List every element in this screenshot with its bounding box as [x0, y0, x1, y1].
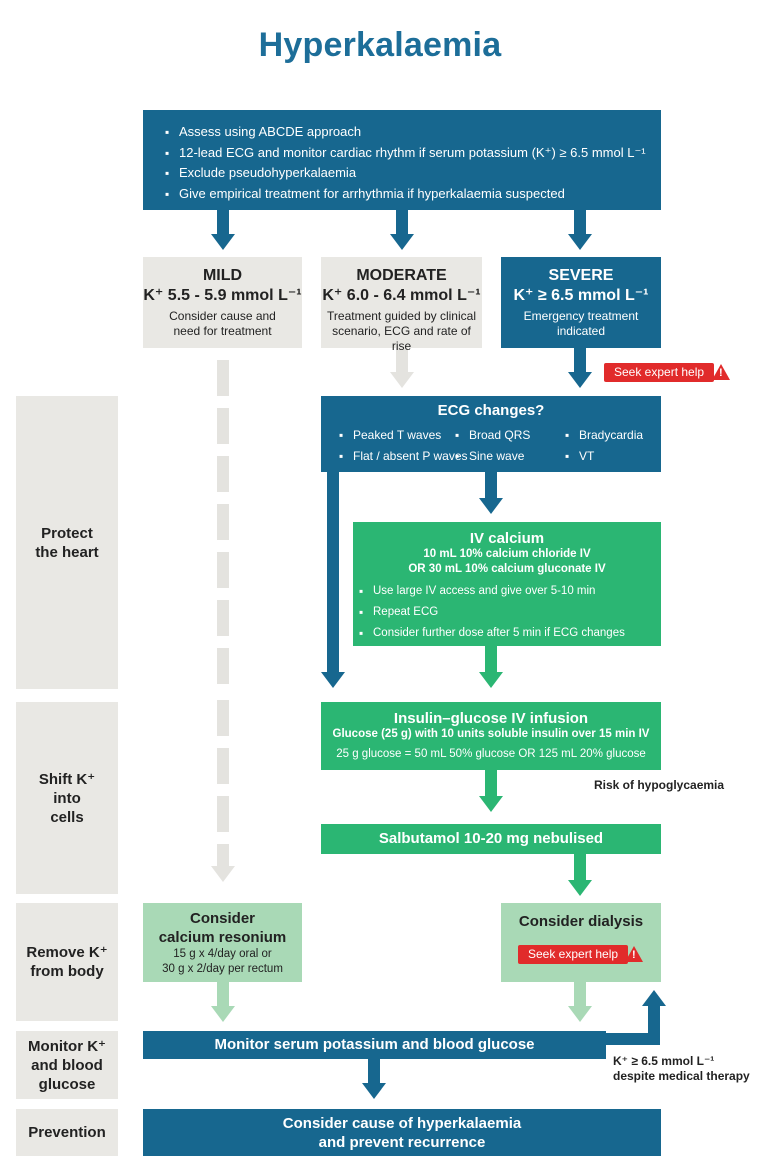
resonium-title-1: Consider: [189, 910, 255, 927]
side-label-line: glucose: [38, 1075, 96, 1093]
calcium-item: Use large IV access and give over 5-10 m…: [355, 581, 661, 602]
calcium-dose-2: OR 30 mL 10% calcium gluconate IV: [408, 563, 606, 575]
resonium-line-1: 15 g x 4/day oral or: [173, 948, 272, 960]
severe-title: SEVERE: [548, 267, 614, 284]
severe-box: SEVERE K⁺ ≥ 6.5 mmol L⁻¹ Emergency treat…: [501, 257, 661, 348]
side-protect-the-heart: Protect the heart: [16, 396, 118, 689]
side-monitor-k-and-glucose: Monitor K⁺ and blood glucose: [16, 1031, 118, 1099]
arrow-moderate-to-ecg: [390, 348, 414, 388]
arrow-to-severe: [568, 210, 592, 250]
iv-calcium-box: IV calcium 10 mL 10% calcium chloride IV…: [353, 522, 661, 660]
mild-range: K⁺ 5.5 - 5.9 mmol L⁻¹: [143, 287, 302, 304]
side-label-line: and blood: [31, 1056, 103, 1074]
assess-item: Exclude pseudohyperkalaemia: [161, 163, 651, 184]
salbutamol-box: Salbutamol 10-20 mg nebulised: [321, 824, 661, 854]
ecg-changes-box: ECG changes? Peaked T waves Flat / absen…: [321, 396, 661, 472]
calcium-title: IV calcium: [469, 530, 545, 547]
ecg-item: VT: [561, 446, 643, 467]
arrow-insulin-to-salbutamol: [479, 770, 503, 812]
arrow-severe-to-ecg: [568, 348, 592, 388]
side-label-line: Prevention: [28, 1124, 106, 1141]
monitor-box: Monitor serum potassium and blood glucos…: [143, 1031, 606, 1059]
warning-glyph: !: [719, 367, 723, 379]
calcium-item: Repeat ECG: [355, 602, 661, 623]
side-remove-k-from-body: Remove K⁺ from body: [16, 903, 118, 1021]
side-label-line: Monitor K⁺: [28, 1037, 106, 1055]
mild-desc: Consider cause and need for treatment: [169, 309, 276, 338]
arrow-monitor-feedback: [606, 990, 666, 1045]
arrow-to-moderate: [390, 210, 414, 250]
side-label-line: into: [53, 789, 81, 807]
consider-dialysis-box: Consider dialysis: [501, 903, 661, 982]
ecg-item: Sine wave: [451, 446, 530, 467]
despite-therapy-note: K⁺ ≥ 6.5 mmol L⁻¹ despite medical therap…: [613, 1054, 750, 1084]
arrow-resonium-to-monitor: [211, 982, 235, 1022]
page-title: Hyperkalaemia: [258, 26, 502, 64]
arrow-dialysis-to-monitor: [568, 982, 592, 1022]
calcium-resonium-box: Consider calcium resonium 15 g x 4/day o…: [143, 903, 302, 982]
ecg-title: ECG changes?: [437, 402, 545, 419]
arrow-ecg-to-calcium: [479, 472, 503, 514]
insulin-title: Insulin–glucose IV infusion: [393, 710, 589, 727]
side-label-line: from body: [30, 963, 104, 980]
moderate-desc: Treatment guided by clinical scenario, E…: [327, 309, 476, 353]
ecg-item: Peaked T waves: [335, 425, 468, 446]
calcium-dose-1: 10 mL 10% calcium chloride IV: [423, 548, 591, 560]
insulin-line-2: 25 g glucose = 50 mL 50% glucose OR 125 …: [336, 748, 646, 760]
calcium-item: Consider further dose after 5 min if ECG…: [355, 623, 661, 665]
hypoglycaemia-note: Risk of hypoglycaemia: [594, 778, 725, 792]
prevention-line-2: and prevent recurrence: [318, 1134, 486, 1151]
side-label-line: Protect: [41, 524, 93, 542]
seek-expert-help-badge: Seek expert help: [518, 945, 629, 964]
side-label-line: Remove K⁺: [26, 944, 108, 961]
moderate-box: MODERATE K⁺ 6.0 - 6.4 mmol L⁻¹ Treatment…: [321, 257, 482, 353]
assess-item: 12-lead ECG and monitor cardiac rhythm i…: [161, 143, 651, 164]
dialysis-title: Consider dialysis: [518, 913, 644, 930]
despite-line-2: despite medical therapy: [613, 1069, 750, 1083]
resonium-title-2: calcium resonium: [158, 929, 287, 946]
ecg-item: Broad QRS: [451, 425, 530, 446]
assess-item: Assess using ABCDE approach: [161, 122, 651, 143]
side-prevention: Prevention: [16, 1109, 118, 1156]
severe-range: K⁺ ≥ 6.5 mmol L⁻¹: [513, 287, 649, 304]
arrow-to-mild: [211, 210, 235, 250]
side-label-line: cells: [50, 808, 84, 826]
arrow-salbutamol-to-dialysis: [568, 854, 592, 896]
assess-item: Give empirical treatment for arrhythmia …: [161, 184, 651, 205]
ecg-item: Bradycardia: [561, 425, 643, 446]
insulin-line-1: Glucose (25 g) with 10 units soluble ins…: [332, 728, 650, 740]
mild-title: MILD: [202, 267, 243, 284]
arrow-ecg-no-change: [321, 472, 345, 688]
severe-desc: Emergency treatment indicated: [523, 309, 639, 338]
prevention-line-1: Consider cause of hyperkalaemia: [282, 1115, 522, 1132]
mild-box: MILD K⁺ 5.5 - 5.9 mmol L⁻¹ Consider caus…: [143, 257, 302, 348]
resonium-line-2: 30 g x 2/day per rectum: [162, 963, 283, 975]
side-shift-k-into-cells: Shift K⁺ into cells: [16, 702, 118, 894]
warning-icon: !: [712, 364, 730, 380]
warning-glyph: !: [632, 949, 636, 961]
side-label-line: the heart: [35, 543, 99, 561]
moderate-title: MODERATE: [356, 267, 447, 284]
moderate-range: K⁺ 6.0 - 6.4 mmol L⁻¹: [322, 287, 481, 304]
arrow-monitor-to-prevention: [362, 1059, 386, 1099]
warning-icon: !: [625, 946, 643, 962]
seek-expert-help-badge: Seek expert help: [604, 363, 715, 382]
arrow-mild-dashed: [211, 360, 235, 882]
ecg-item: Flat / absent P waves: [335, 446, 468, 467]
insulin-glucose-box: Insulin–glucose IV infusion Glucose (25 …: [321, 702, 661, 770]
prevention-box: Consider cause of hyperkalaemia and prev…: [143, 1109, 661, 1156]
despite-line-1: K⁺ ≥ 6.5 mmol L⁻¹: [613, 1054, 715, 1068]
side-label-line: Shift K⁺: [38, 770, 96, 788]
assess-box: Assess using ABCDE approach 12-lead ECG …: [143, 110, 661, 210]
